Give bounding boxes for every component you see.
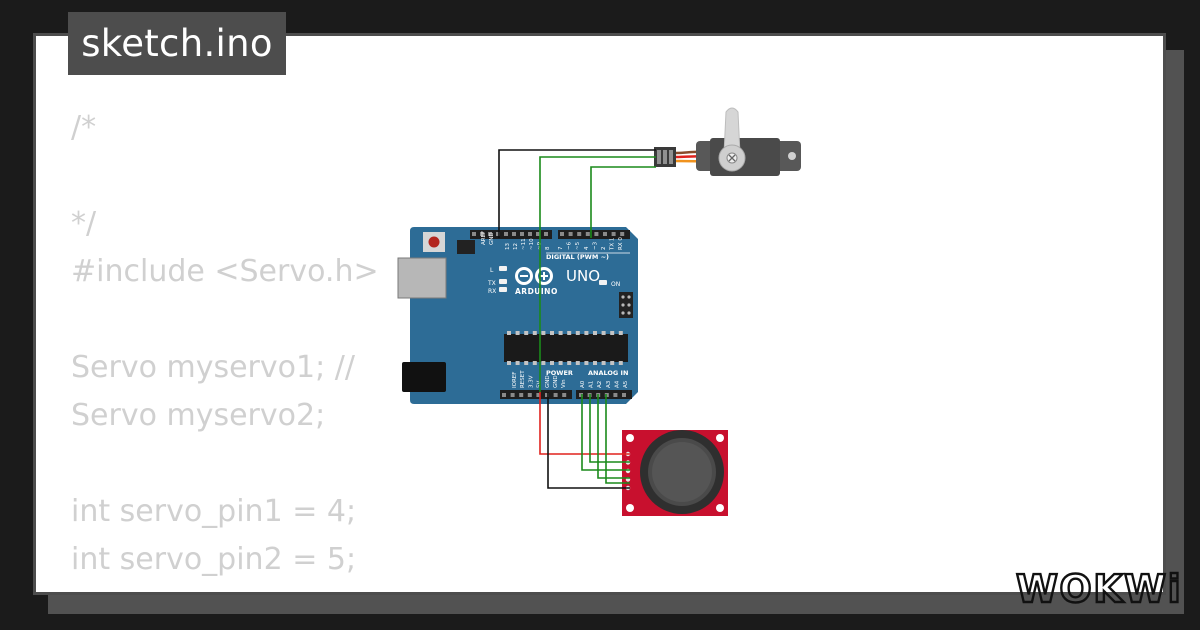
code-line: Servo myservo2; — [71, 398, 326, 433]
servo-motor[interactable] — [654, 107, 801, 176]
code-line: int servo_pin1 = 4; — [71, 494, 357, 529]
usb-port — [397, 257, 447, 299]
led-on — [599, 280, 607, 285]
wire-servo-power — [539, 156, 656, 392]
code-line: int servo_pin2 = 5; — [71, 542, 357, 577]
power-pin-label: 3.3V — [528, 375, 534, 388]
digital-pin-label: ~3 — [592, 241, 598, 250]
led-l-label: L — [490, 267, 494, 274]
digital-pin-label: 12 — [513, 243, 519, 250]
analog-pin-label: A3 — [606, 380, 612, 388]
power-pin-label: GND — [553, 375, 559, 388]
analog-header-label: ANALOG IN — [588, 369, 628, 377]
file-name-tab[interactable]: sketch.ino — [68, 12, 286, 75]
analog-pin-label: A2 — [597, 381, 603, 388]
code-line: /* — [71, 110, 97, 145]
wire-joystick-sel — [597, 394, 630, 479]
analog-header — [576, 390, 632, 399]
digital-header-high — [470, 230, 552, 239]
led-l — [499, 266, 507, 271]
digital-pin-label: 4 — [584, 246, 590, 250]
icsp2-header — [619, 292, 633, 318]
reset-button-cap — [428, 236, 440, 248]
led-rx — [499, 287, 507, 292]
wire-servo-signal — [590, 166, 656, 238]
arduino-logo-icon — [515, 267, 553, 285]
wire-joystick-vert — [581, 394, 630, 471]
wokwi-logo: WOKWi — [1015, 566, 1180, 612]
wokwi-logo-text: WOKWi — [1016, 567, 1180, 611]
power-pin-label: Vin — [561, 379, 567, 388]
power-pin-label: RESET — [520, 370, 526, 388]
led-tx — [499, 279, 507, 284]
digital-pin-label: 13 — [505, 243, 511, 250]
digital-pin-label: 7 — [558, 246, 564, 250]
led-rx-label: RX — [488, 288, 496, 295]
power-pin-label: GND — [545, 375, 551, 388]
led-on-label: ON — [611, 281, 620, 288]
wire-joystick-extra — [605, 394, 630, 484]
power-header — [500, 390, 572, 399]
code-preview: /* */ #include <Servo.h> Servo myservo1;… — [71, 104, 379, 584]
wire-joystick-gnd — [547, 392, 630, 489]
wire-joystick-vcc — [539, 392, 630, 455]
power-pin-label: IOREF — [512, 372, 518, 388]
digital-pin-label: TX 1 — [610, 238, 616, 251]
digital-pin-label: RX 0 — [618, 237, 624, 250]
icsp-header — [457, 240, 475, 254]
atmega-chip — [504, 331, 628, 365]
code-line: #include <Servo.h> — [71, 254, 379, 289]
aref-label: AREF — [481, 231, 487, 245]
wires — [498, 149, 656, 489]
analog-pin-label: A4 — [614, 380, 620, 388]
analog-pin-label: A1 — [589, 381, 595, 388]
digital-pin-label: ~10 — [529, 238, 535, 250]
digital-header-label: DIGITAL (PWM ~) — [546, 253, 609, 261]
wire-servo-gnd — [498, 149, 656, 238]
code-line: Servo myservo1; // — [71, 350, 355, 385]
analog-pin-label: A0 — [580, 380, 586, 388]
servo-horn — [723, 107, 741, 155]
board-brand-label: ARDUINO — [515, 287, 558, 296]
board-model-label: UNO — [566, 267, 600, 285]
digital-pin-label: ~5 — [575, 241, 581, 250]
digital-pin-label: ~11 — [521, 238, 527, 250]
power-header-label: POWER — [546, 369, 573, 377]
gnd-top-label: GND — [489, 232, 495, 245]
analog-pin-label: A5 — [623, 380, 629, 388]
joystick-module[interactable] — [622, 430, 728, 516]
wire-joystick-horz — [589, 394, 630, 463]
power-jack — [402, 362, 446, 392]
led-tx-label: TX — [487, 280, 496, 287]
code-line: */ — [71, 206, 97, 241]
digital-pin-label: 2 — [601, 247, 607, 251]
digital-header-low — [558, 230, 630, 239]
digital-pin-label: 8 — [545, 246, 551, 250]
digital-pin-label: ~6 — [567, 241, 573, 250]
